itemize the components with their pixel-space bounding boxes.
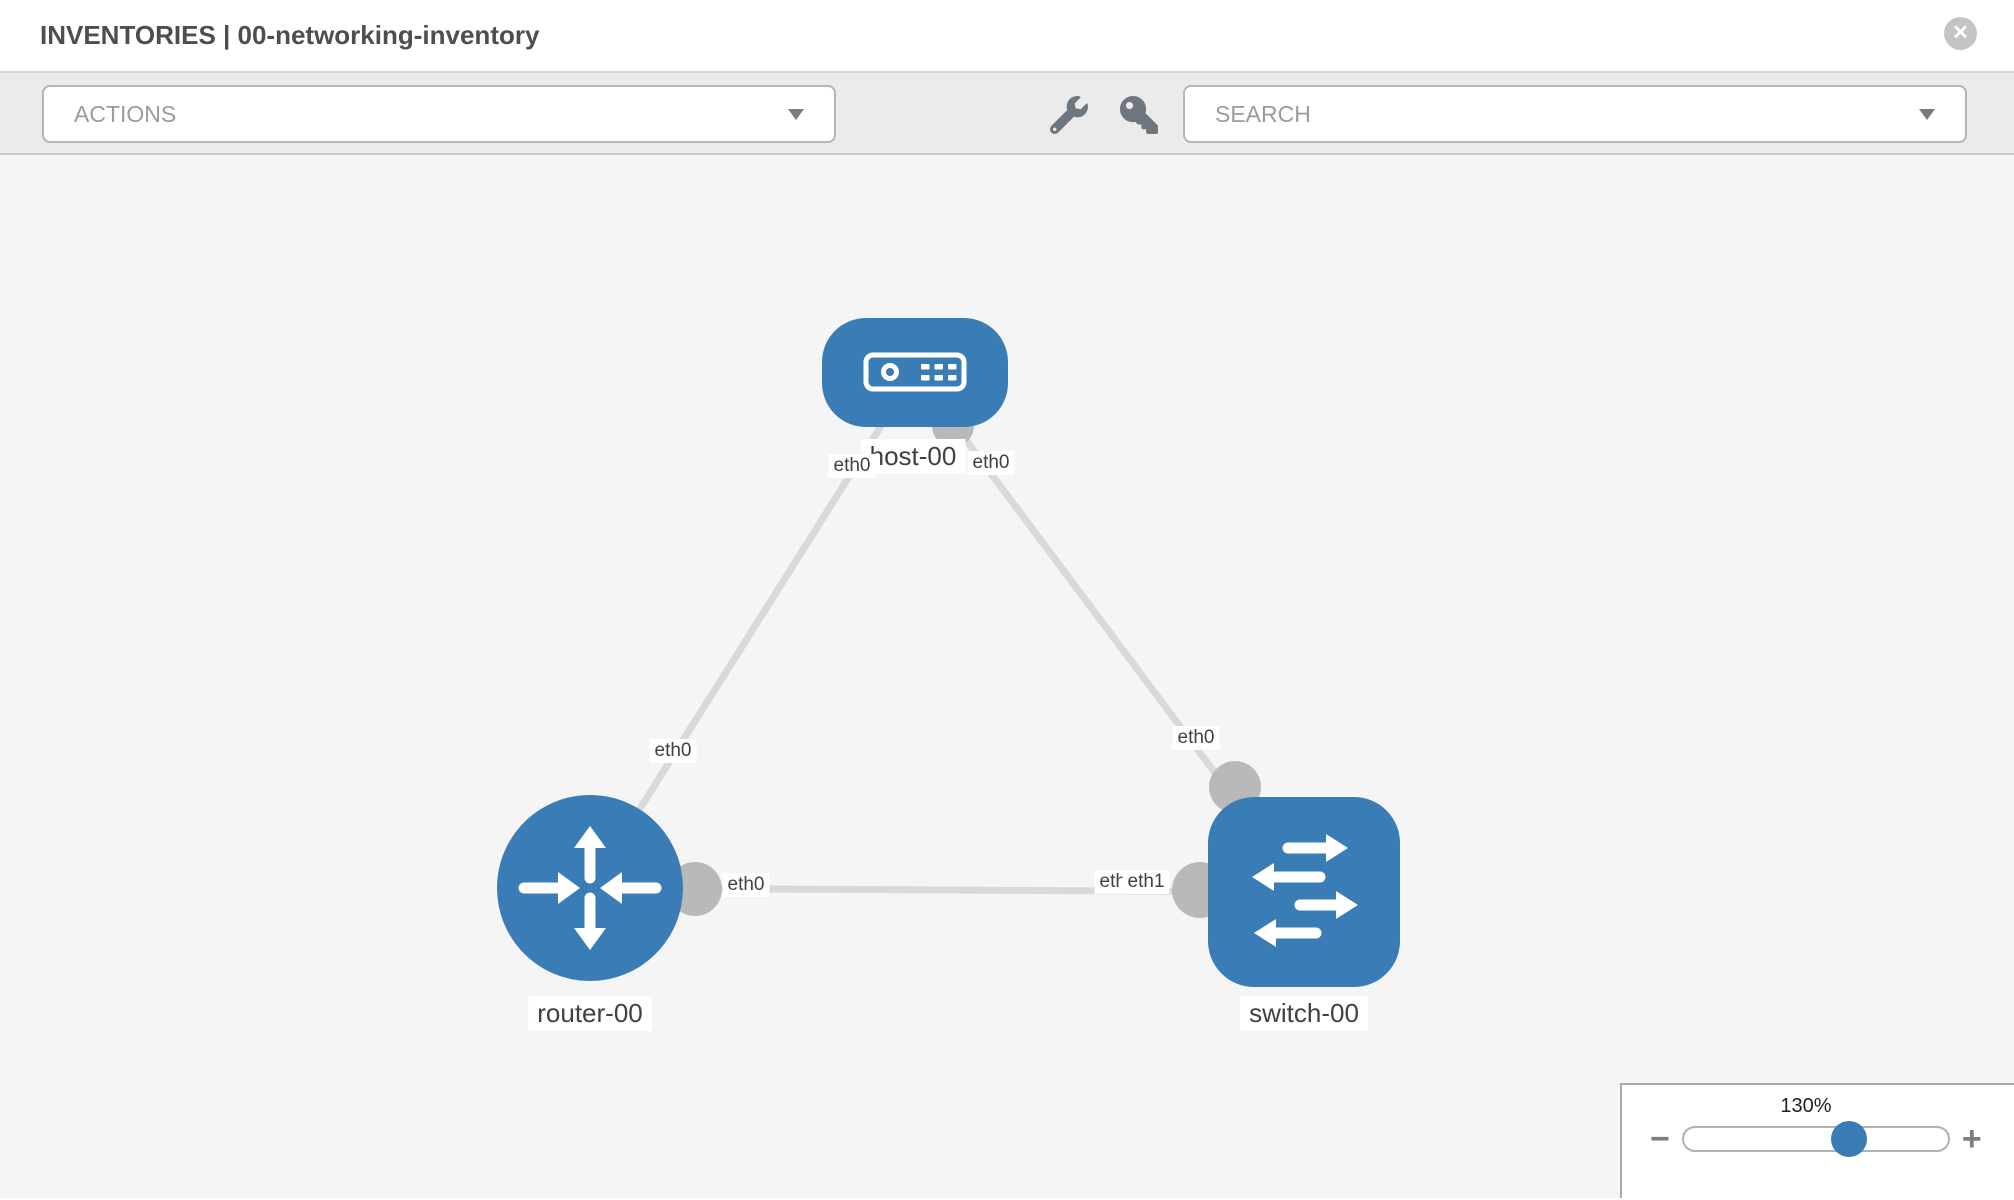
interface-label: eth0 [1172,726,1220,750]
search-box[interactable] [1183,85,1967,143]
node-label-switch: switch-00 [1240,996,1368,1031]
wrench-icon[interactable] [1049,96,1088,135]
topology-canvas[interactable]: host-00 router-00 switch-00 eth0 eth0 et… [0,155,2014,1198]
chevron-down-icon [788,108,804,120]
zoom-out-button[interactable]: − [1650,1120,1670,1158]
close-icon[interactable]: ✕ [1944,17,1977,50]
router-icon [518,826,662,950]
node-label-host: host-00 [860,439,966,474]
switch-icon [1252,834,1358,947]
actions-dropdown-label: ACTIONS [74,100,177,127]
toolbar: ACTIONS [0,73,2014,155]
search-input[interactable] [1215,100,1919,128]
interface-label: eth0 [722,873,770,897]
interface-label: eth0 [967,451,1015,475]
node-router-00[interactable] [497,795,683,981]
zoom-slider-handle[interactable] [1830,1121,1867,1157]
interface-label: eth0 [649,739,697,763]
zoom-panel: 130% − + [1620,1083,2014,1198]
zoom-slider-track[interactable] [1681,1121,1950,1157]
node-label-router: router-00 [528,996,652,1031]
interface-label: eth1 [1122,870,1170,894]
chevron-down-icon [1919,108,1935,120]
topology-graph [497,318,1400,987]
actions-dropdown[interactable]: ACTIONS [42,85,836,143]
node-host-00[interactable] [822,318,1008,427]
zoom-in-button[interactable]: + [1961,1120,1982,1158]
node-switch-00[interactable] [1208,797,1400,987]
interface-label: eth0 [828,454,876,478]
zoom-level-readout: 130% [1780,1095,1832,1117]
key-icon[interactable] [1120,96,1158,134]
host-icon [863,352,967,392]
breadcrumb-header: INVENTORIES | 00-networking-inventory ✕ [0,0,2014,73]
page-title: INVENTORIES | 00-networking-inventory [40,20,540,50]
